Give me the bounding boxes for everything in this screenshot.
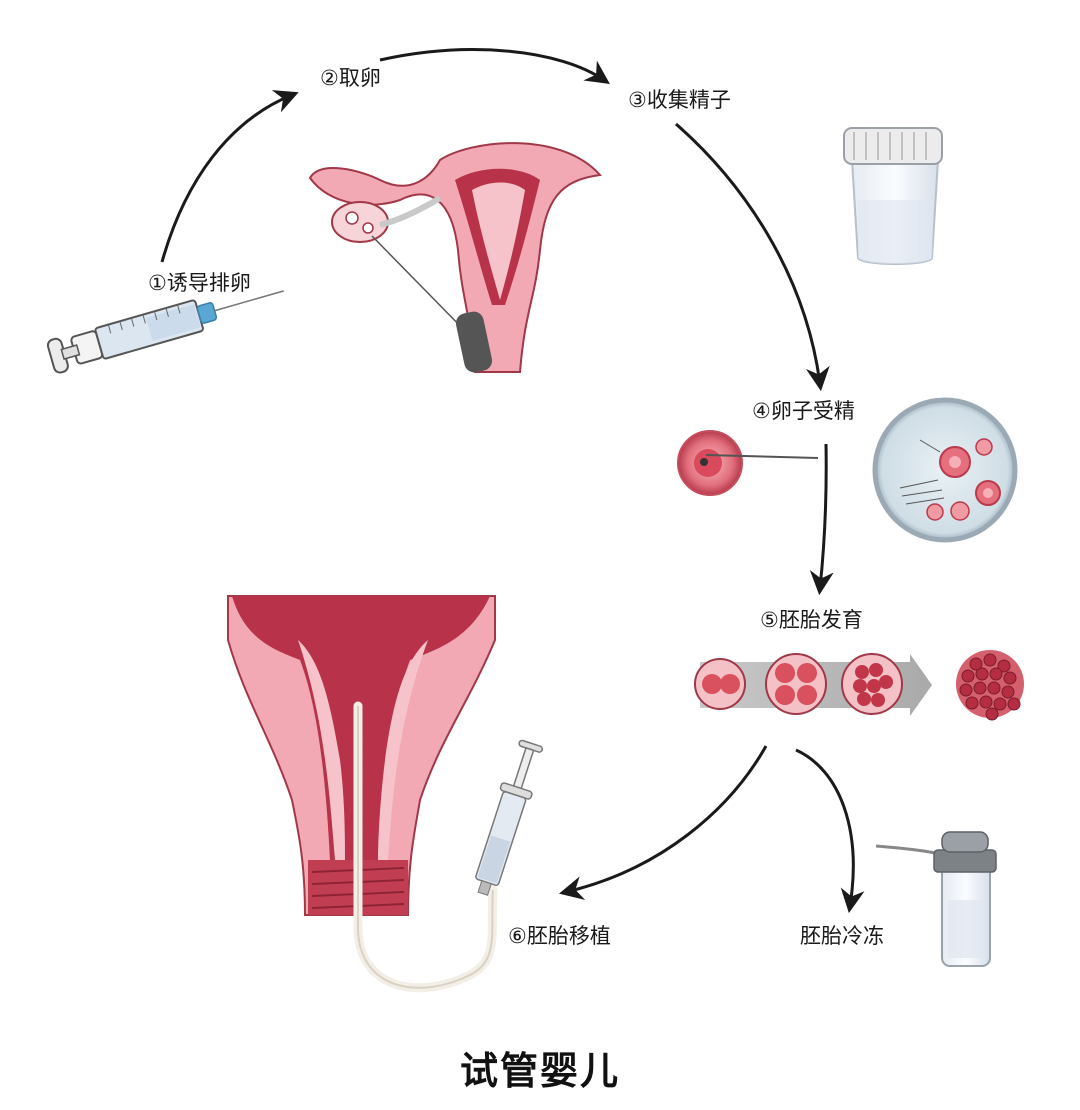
step-2-label: ②取卵 bbox=[320, 66, 381, 90]
arrow-5-to-freeze bbox=[795, 748, 865, 914]
step-6-label: ⑥胚胎移植 bbox=[508, 924, 611, 948]
transfer-syringe-icon bbox=[475, 739, 544, 896]
arrow-1-to-2 bbox=[160, 90, 299, 263]
blastocyst-icon bbox=[956, 650, 1024, 721]
arrow-5-to-6 bbox=[558, 745, 768, 900]
sperm-cup-icon bbox=[843, 127, 943, 265]
petri-dish-icon bbox=[872, 397, 1018, 543]
step-3-label: ③收集精子 bbox=[628, 88, 731, 112]
transfer-uterus-icon bbox=[227, 595, 498, 993]
arrow-2-to-3 bbox=[379, 48, 610, 85]
arrow-3-to-4 bbox=[675, 122, 830, 392]
embryo-stages-icon bbox=[694, 653, 932, 716]
syringe-icon bbox=[46, 290, 285, 374]
arrow-4-to-5 bbox=[809, 443, 834, 596]
flow-arrows bbox=[160, 48, 865, 914]
step-4-label: ④卵子受精 bbox=[752, 399, 855, 423]
diagram-title: 试管婴儿 bbox=[459, 1049, 620, 1093]
egg-icon bbox=[677, 430, 819, 496]
cryo-tube-icon bbox=[875, 831, 997, 967]
step-5-label: ⑤胚胎发育 bbox=[760, 608, 863, 632]
embryo-freeze-label: 胚胎冷冻 bbox=[800, 924, 884, 948]
uterus-icon bbox=[308, 142, 603, 373]
step-1-label: ①诱导排卵 bbox=[148, 271, 251, 295]
